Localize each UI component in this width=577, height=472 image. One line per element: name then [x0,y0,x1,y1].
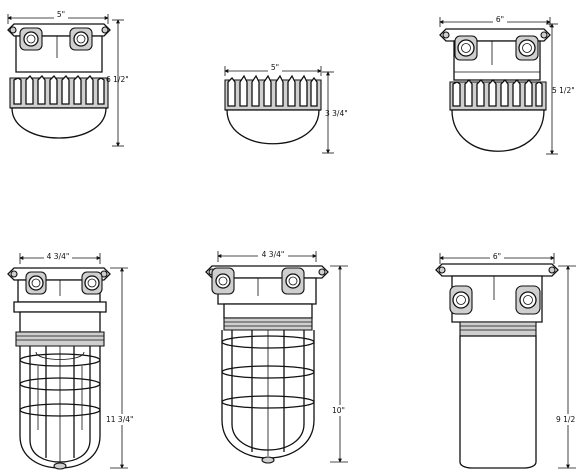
fixture-4-drawing [7,253,128,470]
fixture-5-height-label: 10" [332,406,345,415]
fixture-5-height-mask [331,405,349,416]
fixture-2-height-label: 3 3/4" [325,109,348,118]
fixture-5-width-label: 4 3/4" [262,250,285,259]
fixture-4-height-label: 11 3/4" [106,415,133,424]
fixture-5-drawing [205,251,348,464]
fixture-6-drawing [435,253,576,469]
fixture-6-height-mask [554,414,577,425]
fixture-4-height-mask [106,414,138,425]
fixture-6-width-mask [490,252,504,262]
fixture-1-drawing [7,14,124,147]
fixture-3-width-mask [493,15,507,25]
fixture-3-height-label: 5 1/2" [552,86,575,95]
fixture-3-width-label: 6" [496,15,504,24]
fixture-2-width-label: 5" [271,63,279,72]
fixture-3-drawing [439,17,558,155]
fixture-2-drawing [224,66,334,154]
fixture-1-height-label: 6 1/2" [106,75,129,84]
fixture-5-width-mask [258,250,288,260]
fixture-4-width-label: 4 3/4" [47,252,70,261]
fixture-1-width-label: 5" [57,10,65,19]
fixture-6-width-label: 6" [493,252,501,261]
fixture-1-width-mask [54,10,68,20]
fixture-4-width-mask [44,252,72,262]
fixture-2-width-mask [268,63,282,73]
fixture-6-height-label: 9 1/2 [556,415,575,424]
